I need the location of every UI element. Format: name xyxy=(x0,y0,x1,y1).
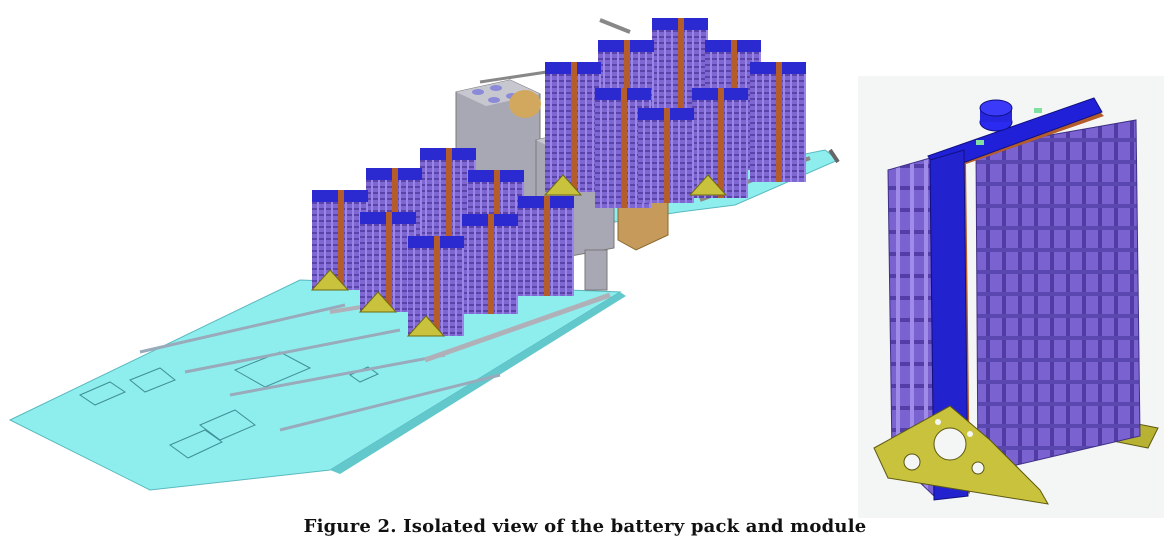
rear-module-group xyxy=(545,18,806,208)
front-module-group xyxy=(310,148,728,337)
battery-module-illustration xyxy=(873,97,1159,505)
battery-pack-illustration xyxy=(8,18,840,491)
figure-caption: Figure 2. Isolated view of the battery p… xyxy=(303,516,867,537)
module-closeup-panel xyxy=(858,76,1164,518)
